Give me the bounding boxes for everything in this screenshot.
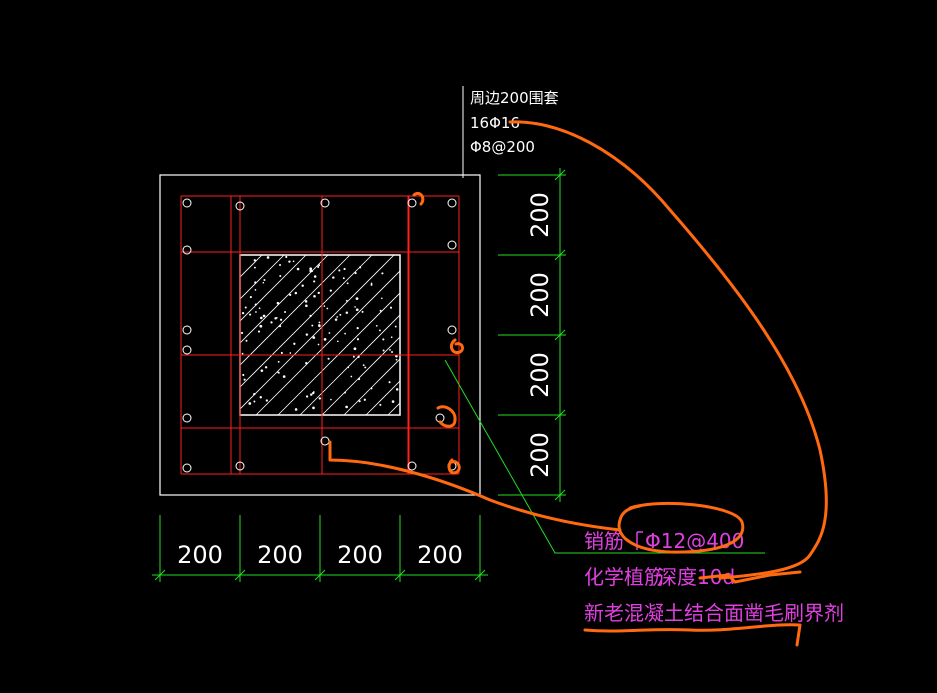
dim-right-4: 200 [526, 432, 554, 478]
markup-underline-interface [583, 623, 802, 647]
note-interface: 新老混凝土结合面凿毛刷界剂 [584, 601, 844, 625]
longitudinal-bar [182, 463, 192, 473]
dim-right-2: 200 [526, 272, 554, 318]
markup-hook-top-right [412, 191, 425, 206]
dim-tick [314, 569, 326, 581]
note-pin-spec: Φ12@400 [645, 529, 744, 553]
dimension-bottom: 200 200 200 200 [152, 515, 488, 582]
markup-ellipse-pin [617, 501, 745, 554]
callout-main-bars: 16Φ16 [470, 114, 520, 132]
note-plant-label: 化学植筋 [584, 565, 664, 589]
markup-hook-right-low [436, 405, 457, 428]
dim-tick [554, 409, 566, 421]
stirrup-hooks [182, 198, 457, 473]
rebar-tie [230, 195, 410, 475]
longitudinal-bar [235, 201, 245, 211]
longitudinal-bar [235, 461, 245, 471]
dim-tick [394, 569, 406, 581]
jacket-outline [159, 174, 481, 496]
longitudinal-bar [182, 325, 192, 335]
longitudinal-bar [447, 198, 457, 208]
longitudinal-bar [182, 245, 192, 255]
longitudinal-bar [407, 461, 417, 471]
dim-bottom-3: 200 [337, 541, 383, 569]
markup-annotations [328, 120, 828, 647]
markup-underline-depth [698, 570, 802, 584]
dim-right-1: 200 [526, 192, 554, 238]
note-leader [444, 359, 765, 554]
dim-tick [234, 569, 246, 581]
longitudinal-bar [320, 198, 330, 208]
dim-bottom-4: 200 [417, 541, 463, 569]
markup-arrow-pin [328, 440, 622, 532]
longitudinal-bar [182, 198, 192, 208]
dim-tick [554, 329, 566, 341]
note-pin-label: 销筋 [584, 529, 624, 553]
longitudinal-bar [447, 325, 457, 335]
markup-curve-to-bars [508, 120, 828, 580]
dim-tick [474, 569, 486, 581]
dimension-right: 200 200 200 200 [498, 168, 566, 502]
dim-tick [554, 249, 566, 261]
markup-hook-right-mid [449, 338, 465, 355]
longitudinal-bar [182, 413, 192, 423]
longitudinal-bar [182, 345, 192, 355]
dim-right-3: 200 [526, 352, 554, 398]
longitudinal-bar [447, 240, 457, 250]
existing-column-core [239, 254, 401, 416]
markup-hook-bottom-right [447, 458, 461, 475]
dim-bottom-2: 200 [257, 541, 303, 569]
callout-stirrups: Φ8@200 [470, 138, 535, 156]
callout-jacket: 周边200围套 [470, 89, 559, 107]
dim-tick [554, 489, 566, 501]
dim-bottom-1: 200 [177, 541, 223, 569]
dim-tick [554, 169, 566, 181]
longitudinal-bar [407, 198, 417, 208]
dim-tick [154, 569, 166, 581]
